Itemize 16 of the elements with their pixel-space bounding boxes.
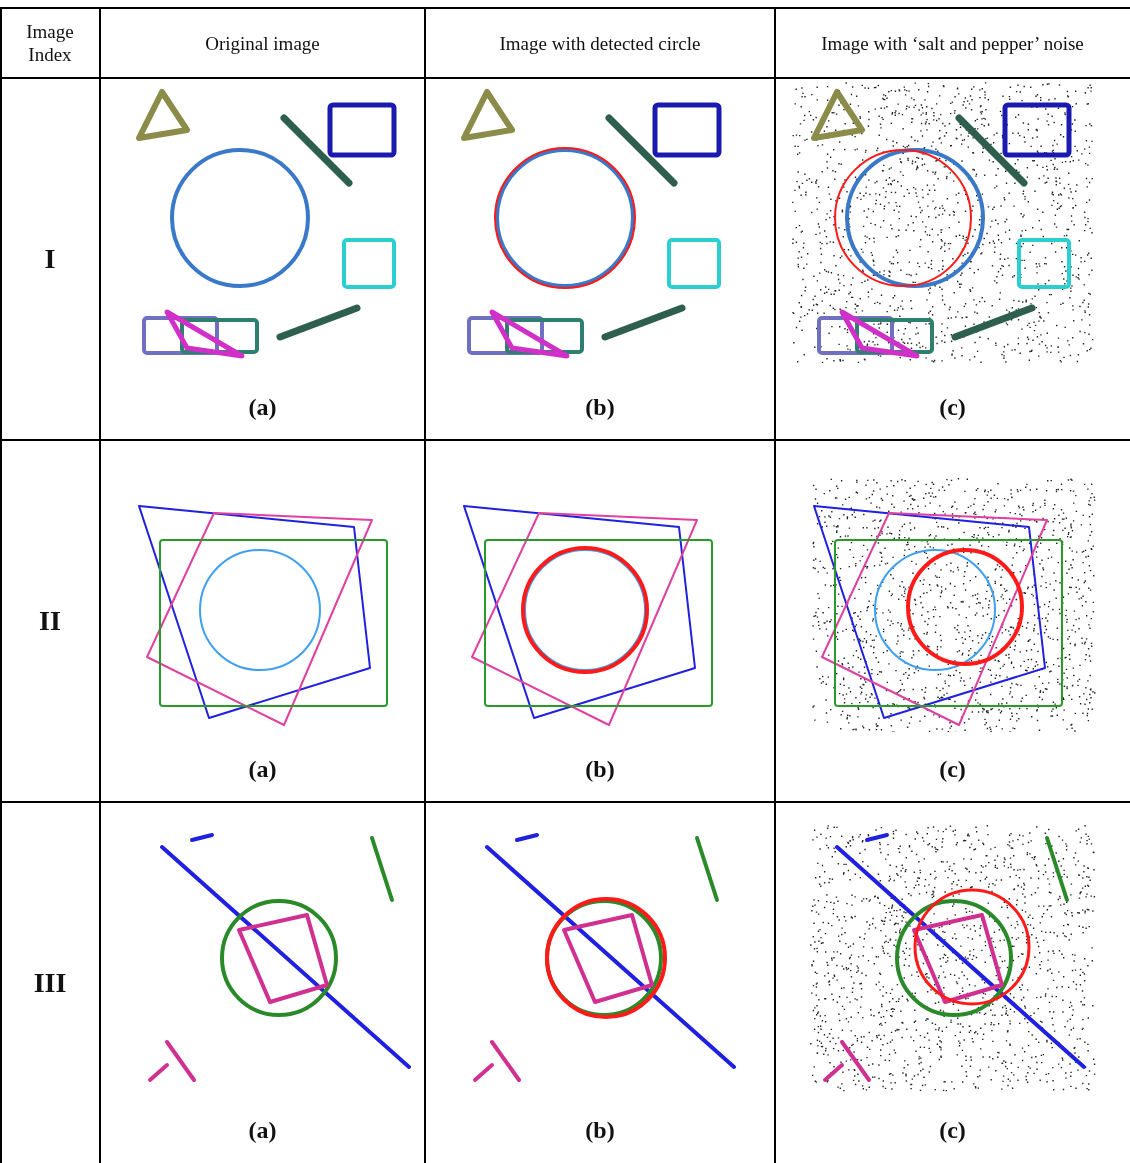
panel-label: (a) xyxy=(248,393,277,421)
panel-label: (b) xyxy=(585,755,615,783)
column-header: Image with detected circle xyxy=(499,31,701,55)
row-label: II xyxy=(39,605,61,637)
panel-label: (c) xyxy=(939,755,966,783)
column-header: Image with ‘salt and pepper’ noise xyxy=(821,31,1084,55)
column-header: Original image xyxy=(205,31,320,55)
panel-label: (b) xyxy=(585,393,615,421)
panel-label: (a) xyxy=(248,755,277,783)
panel-label: (a) xyxy=(248,1116,277,1144)
column-header: Image Index xyxy=(25,20,75,66)
panel-label: (c) xyxy=(939,1116,966,1144)
row-label: III xyxy=(33,966,67,999)
row-label: I xyxy=(44,243,56,275)
panel-label: (c) xyxy=(939,393,966,421)
panel-label: (b) xyxy=(585,1116,615,1144)
